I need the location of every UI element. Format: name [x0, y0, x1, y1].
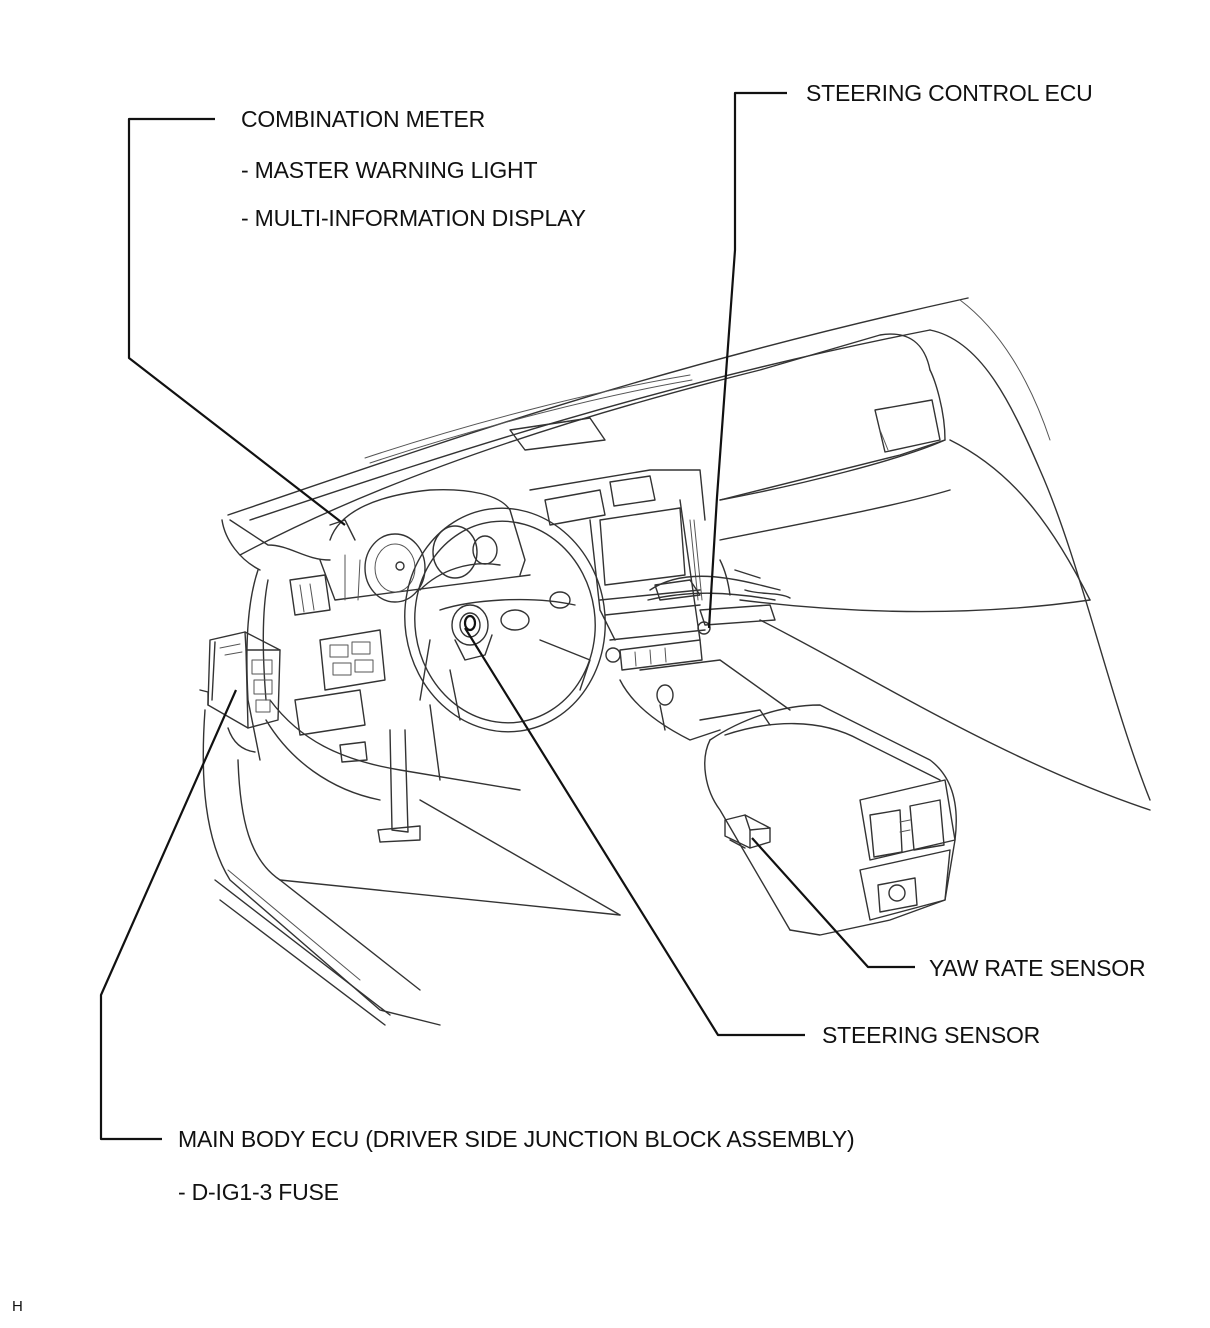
- label-steering-sensor: STEERING SENSOR: [822, 1022, 1041, 1048]
- label-multi-information-display: - MULTI-INFORMATION DISPLAY: [241, 205, 586, 231]
- leader-main-body-ecu: [99, 689, 238, 1141]
- label-d-ig1-3-fuse: - D-IG1-3 FUSE: [178, 1179, 339, 1205]
- label-yaw-rate-sensor: YAW RATE SENSOR: [929, 955, 1146, 981]
- leader-combination-meter: [127, 117, 346, 526]
- leader-yaw-rate-sensor: [751, 837, 915, 969]
- label-master-warning-light: - MASTER WARNING LIGHT: [241, 157, 538, 183]
- leader-steering-sensor: [464, 627, 805, 1037]
- leader-lines: [99, 91, 915, 1141]
- label-combination-meter: COMBINATION METER: [241, 106, 486, 132]
- label-main-body-ecu: MAIN BODY ECU (DRIVER SIDE JUNCTION BLOC…: [178, 1126, 855, 1152]
- label-steering-control-ecu: STEERING CONTROL ECU: [806, 80, 1093, 106]
- leader-steering-control-ecu: [707, 91, 787, 629]
- corner-code: H: [12, 1298, 23, 1315]
- dashboard-drawing: [199, 297, 1151, 1026]
